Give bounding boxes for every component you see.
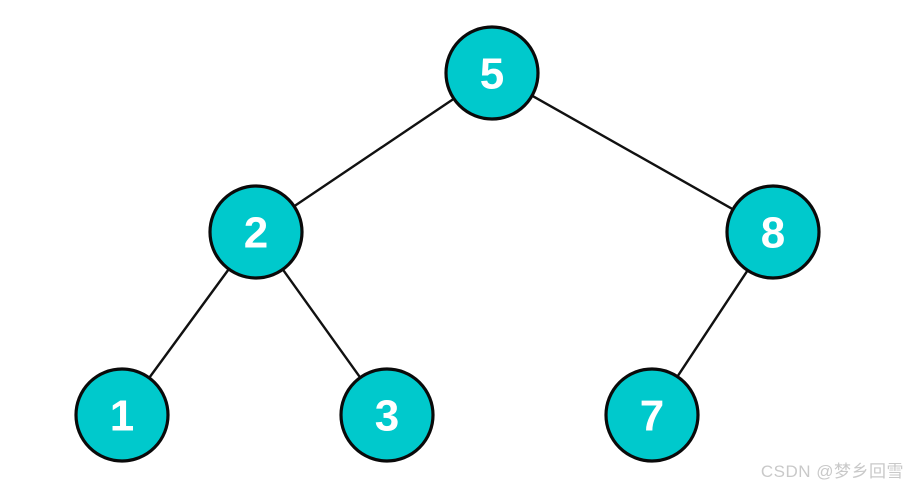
tree-node-label-7: 7 <box>640 392 664 441</box>
tree-node-5[interactable]: 5 <box>444 25 540 121</box>
tree-node-circle-7[interactable] <box>604 367 700 463</box>
tree-node-label-1: 1 <box>110 392 134 441</box>
tree-node-label-3: 3 <box>375 392 399 441</box>
tree-edge-2-3 <box>280 266 363 381</box>
tree-node-2[interactable]: 2 <box>208 184 304 280</box>
tree-edge-5-8 <box>529 93 736 212</box>
tree-node-label-5: 5 <box>480 50 504 99</box>
tree-node-7[interactable]: 7 <box>604 367 700 463</box>
tree-node-label-8: 8 <box>761 209 785 258</box>
tree-node-circle-1[interactable] <box>74 367 170 463</box>
tree-node-1[interactable]: 1 <box>74 367 170 463</box>
tree-node-circle-3[interactable] <box>339 367 435 463</box>
tree-node-circle-8[interactable] <box>725 184 821 280</box>
tree-edge-8-7 <box>675 267 750 380</box>
tree-node-circle-5[interactable] <box>444 25 540 121</box>
tree-node-8[interactable]: 8 <box>725 184 821 280</box>
tree-edge-5-2 <box>291 96 457 209</box>
tree-node-circle-2[interactable] <box>208 184 304 280</box>
node-layer: 5 2 8 1 3 7 <box>74 25 821 463</box>
edge-layer <box>146 93 750 381</box>
tree-edge-2-1 <box>146 266 232 381</box>
tree-node-label-2: 2 <box>244 209 268 258</box>
tree-node-3[interactable]: 3 <box>339 367 435 463</box>
csdn-watermark: CSDN @梦乡回雪 <box>760 462 904 481</box>
